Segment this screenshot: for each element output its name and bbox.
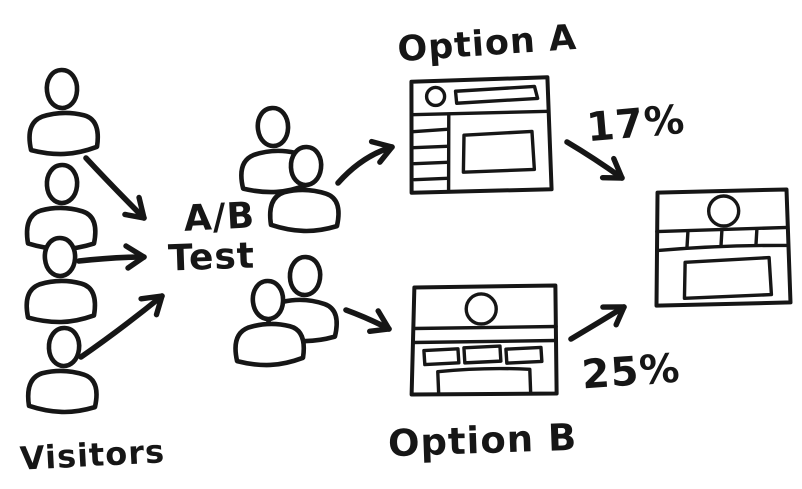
option-a-page-icon [409,75,554,195]
option-a-sidebar-item [411,144,449,150]
option-a-sidebar-item [411,127,449,134]
ab-test-label-line1: A/B [183,195,257,240]
option-b-content-box [436,366,533,395]
ab-test-label: A/B Test [167,195,256,279]
conversion-b-label: 25% [580,346,682,399]
option-b-band-line [411,338,558,345]
arrow-group-b-to-option-b [343,307,392,335]
result-content-box [682,255,774,301]
result-nav-divider [685,230,690,250]
result-nav-divider [719,229,724,248]
option-b-band-line [412,324,558,331]
fan-in-arrows [76,155,165,360]
result-nav-divider [754,228,759,247]
arrow-visitor2-to-test [76,243,147,271]
ab-test-label-line2: Test [167,236,255,280]
arrow-visitor1-to-test [83,155,147,221]
option-a-label: Option A [396,18,578,70]
person-icon [27,69,98,155]
option-a-searchbar [453,84,540,105]
person-icon [28,327,99,413]
option-a-sidebar-item [412,160,449,166]
conversion-a-label: 17% [585,97,687,151]
option-b-label: Option B [387,416,578,466]
visitors-group: Visitors [19,69,166,478]
option-b-card [462,344,503,365]
option-b-card [422,347,461,367]
option-b-card [504,345,544,365]
arrow-group-a-to-option-a [335,138,395,186]
visitors-label: Visitors [19,432,166,478]
option-a-sidebar-item [412,176,450,182]
arrow-option-b-to-result [568,304,627,342]
option-a-logo-icon [424,85,447,108]
option-b-page-icon [409,283,559,397]
arrow-option-a-to-result [564,139,625,181]
arrow-visitor3-to-test [78,293,165,360]
result-logo-icon [706,194,741,228]
option-a-header-divider [410,109,551,117]
result-page-icon [654,187,793,308]
person-icon [26,237,96,322]
option-b-logo-icon [464,292,498,326]
option-a-content-box [461,129,537,174]
